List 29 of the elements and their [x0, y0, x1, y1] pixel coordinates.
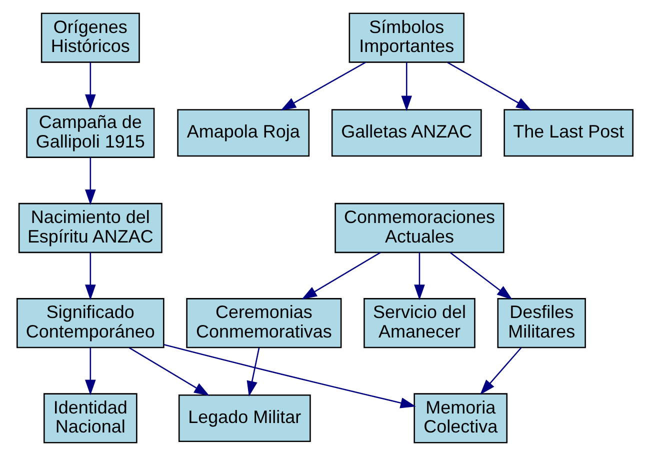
node-box: Memoria Colectiva [413, 393, 508, 444]
arrow [246, 348, 260, 396]
arrow [480, 347, 522, 395]
arrow [414, 252, 424, 300]
node-box: Ceremonias Conmemorativas [186, 298, 342, 348]
arrow [84, 62, 96, 110]
node-box: Símbolos Importantes [348, 12, 464, 63]
node-box: Identidad Nacional [43, 393, 137, 444]
node-box: Significado Contemporáneo [16, 298, 164, 348]
node-box: Desfiles Militares [496, 298, 586, 348]
arrow [163, 344, 416, 408]
node-box: Servicio del Amanecer [363, 298, 475, 348]
arrow [400, 62, 412, 112]
node-box: Campaña de Gallipoli 1915 [26, 108, 154, 158]
node-box: Conmemoraciones Actuales [334, 202, 504, 254]
node-box: The Last Post [503, 109, 633, 157]
arrow [84, 348, 96, 396]
node-box: Amapola Roja [176, 109, 310, 157]
node-box: Orígenes Históricos [40, 12, 140, 63]
arrow [128, 347, 210, 396]
arrow [449, 252, 512, 300]
node-box: Galletas ANZAC [330, 109, 482, 157]
arrow [84, 158, 96, 205]
arrow [446, 62, 532, 110]
node-box: Nacimiento del Espíritu ANZAC [18, 202, 162, 254]
arrow [84, 252, 96, 300]
arrow [280, 62, 366, 110]
arrow [301, 252, 380, 300]
node-box: Legado Militar [178, 394, 310, 442]
